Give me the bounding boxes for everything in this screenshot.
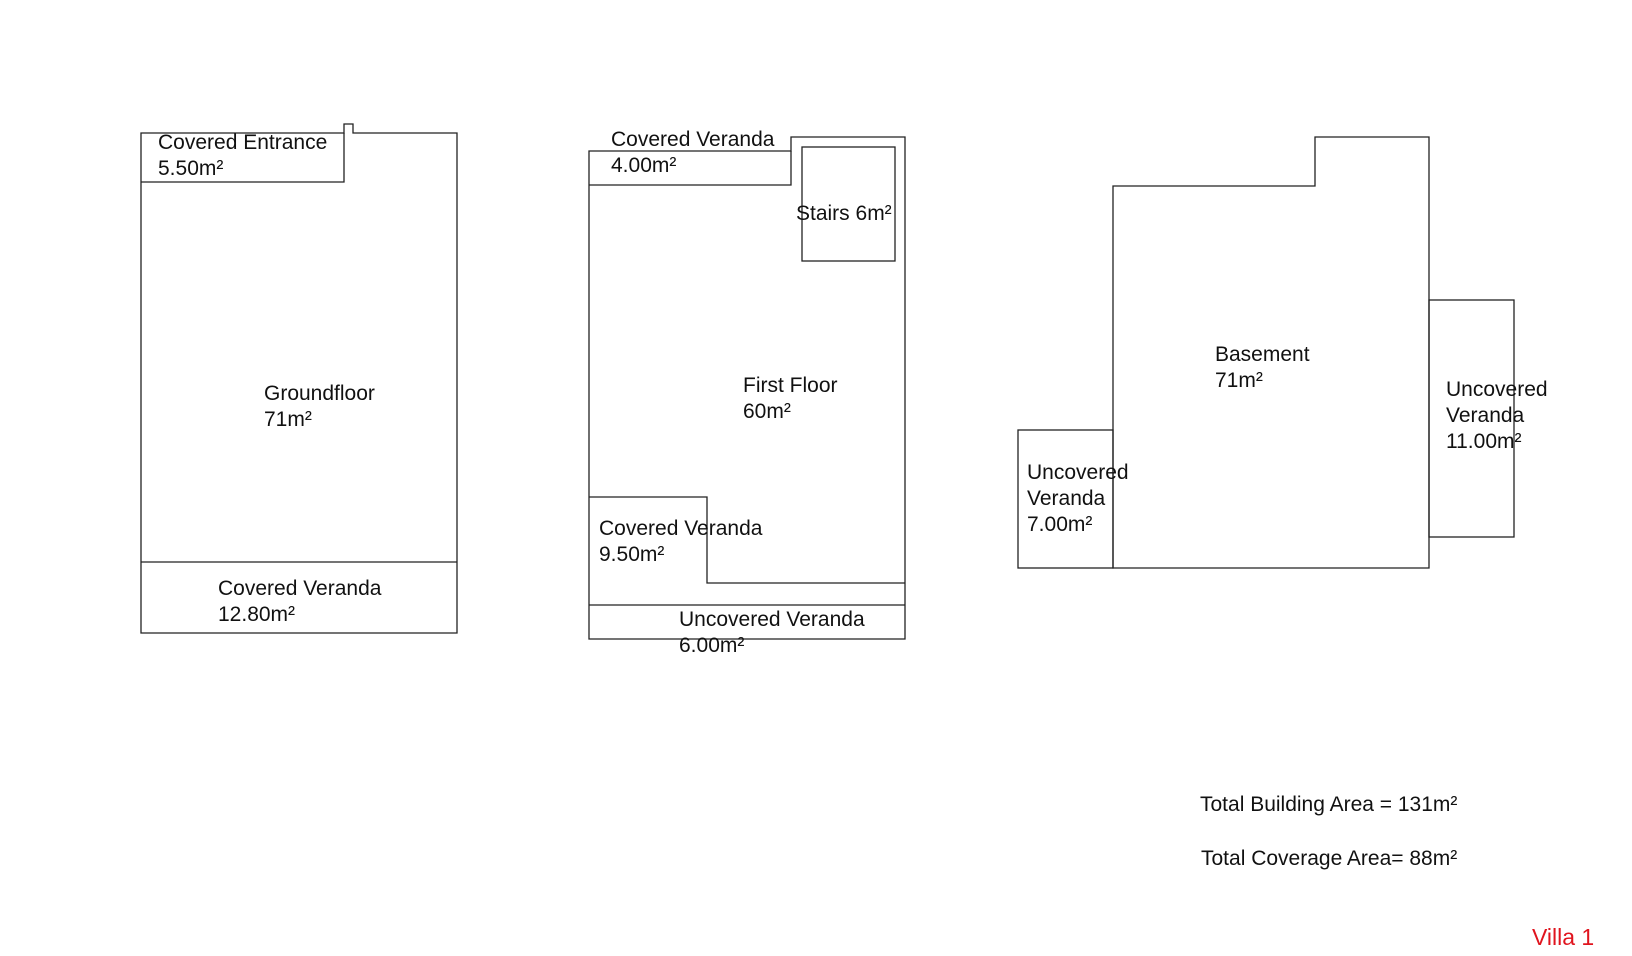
top-covered-veranda-area xyxy=(589,151,792,186)
ground-veranda-area: 12.80m² xyxy=(218,603,295,626)
villa-label: Villa 1 xyxy=(1532,924,1594,950)
right-veranda-area: 11.00m² xyxy=(1446,430,1521,453)
area-totals: Total Building Area = 131m² Total Covera… xyxy=(1200,793,1457,870)
groundfloor-name: Groundfloor xyxy=(264,382,375,405)
groundfloor-area: 71m² xyxy=(264,408,312,431)
basement-plan: Basement 71m² Uncovered Veranda 7.00m² U… xyxy=(1017,136,1548,569)
basement-area: 71m² xyxy=(1215,369,1263,392)
covered-veranda-name: Covered Veranda xyxy=(599,517,763,540)
uncovered-veranda-name: Uncovered Veranda xyxy=(679,608,865,631)
right-veranda-line2: Veranda xyxy=(1446,404,1525,427)
first-floor-area: 60m² xyxy=(743,400,791,423)
total-building-area: Total Building Area = 131m² xyxy=(1200,793,1457,816)
basement-name: Basement xyxy=(1215,343,1310,366)
left-veranda-line2: Veranda xyxy=(1027,487,1106,510)
covered-entrance-name: Covered Entrance xyxy=(158,131,327,154)
left-uncovered-veranda-box xyxy=(1017,429,1114,569)
ground-floor-outline xyxy=(140,123,458,634)
ground-floor-plan: Covered Entrance 5.50m² Groundfloor 71m²… xyxy=(140,123,458,634)
right-veranda-line1: Uncovered xyxy=(1446,378,1548,401)
left-veranda-area: 7.00m² xyxy=(1027,513,1092,536)
first-floor-name: First Floor xyxy=(743,374,838,397)
top-covered-veranda-area-label: 4.00m² xyxy=(611,154,676,177)
left-veranda-line1: Uncovered xyxy=(1027,461,1129,484)
covered-entrance-area xyxy=(141,133,345,183)
stairs-box xyxy=(801,146,896,262)
first-floor-plan: Covered Veranda 4.00m² Stairs 6m² First … xyxy=(588,128,906,657)
covered-veranda-area xyxy=(589,496,905,584)
total-coverage-area: Total Coverage Area= 88m² xyxy=(1201,847,1457,870)
uncovered-veranda-area-label: 6.00m² xyxy=(679,634,744,657)
covered-veranda-area-label: 9.50m² xyxy=(599,543,664,566)
top-covered-veranda-name: Covered Veranda xyxy=(611,128,775,151)
covered-entrance-area-label: 5.50m² xyxy=(158,157,223,180)
right-uncovered-veranda-box xyxy=(1428,299,1515,538)
ground-veranda-name: Covered Veranda xyxy=(218,577,382,600)
stairs-label: Stairs 6m² xyxy=(796,202,892,225)
